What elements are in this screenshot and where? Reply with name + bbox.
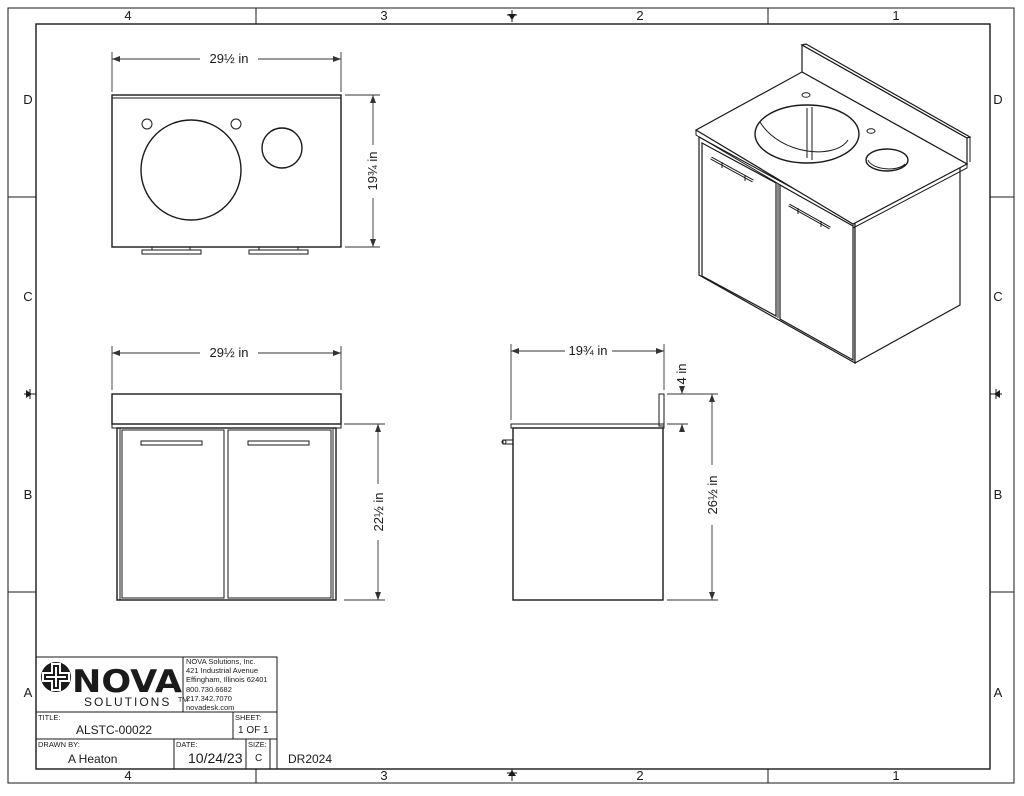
dim-side-total-height-label: 26½ in bbox=[705, 475, 720, 514]
side-cabinet-body bbox=[512, 427, 664, 601]
dim-front-width-label: 29½ in bbox=[209, 345, 248, 360]
date-label: DATE: bbox=[176, 740, 198, 749]
front-door-right bbox=[227, 429, 332, 599]
logo-tm: TM bbox=[178, 697, 188, 704]
front-handle-left bbox=[140, 440, 203, 446]
isometric-view bbox=[694, 43, 972, 365]
inner-border bbox=[35, 23, 991, 770]
iso-secondary-hole bbox=[865, 148, 909, 172]
title-block bbox=[35, 656, 278, 770]
zone-bottom-4: 4 bbox=[124, 768, 131, 783]
front-door-left bbox=[121, 429, 225, 599]
handle-top-left bbox=[141, 249, 202, 255]
size-value: C bbox=[255, 753, 262, 764]
faucet-hole-right bbox=[230, 118, 242, 130]
zone-right-A: A bbox=[994, 685, 1003, 700]
sheet-label: SHEET: bbox=[235, 713, 261, 722]
top-view bbox=[111, 94, 342, 255]
outer-border bbox=[7, 7, 1015, 784]
front-view bbox=[111, 393, 342, 601]
dim-top-depth bbox=[345, 94, 380, 248]
size-label: SIZE: bbox=[248, 740, 267, 749]
zone-bottom-3: 3 bbox=[380, 768, 387, 783]
company-line-4: 800.730.6682 bbox=[186, 685, 232, 694]
nova-logo: NOVA SOLUTIONS TM bbox=[41, 662, 188, 709]
zone-arrows bbox=[26, 14, 1000, 776]
company-line-6: novadesk.com bbox=[186, 703, 234, 712]
side-handle bbox=[502, 439, 514, 445]
dim-side-depth-label: 19¾ in bbox=[568, 343, 607, 358]
iso-door-left bbox=[701, 141, 777, 318]
zone-right-D: D bbox=[993, 92, 1002, 107]
dim-side-backsplash-label: 4 in bbox=[674, 364, 689, 385]
dim-side-total-height bbox=[667, 393, 718, 601]
logo-word: NOVA bbox=[72, 664, 182, 700]
logo-mark-icon bbox=[41, 662, 71, 692]
secondary-hole-top bbox=[261, 127, 303, 169]
dim-side-depth bbox=[510, 344, 665, 420]
iso-handle-left bbox=[710, 156, 754, 183]
zone-top-2: 2 bbox=[636, 8, 643, 23]
dim-front-width bbox=[111, 346, 342, 390]
sheet-value: 1 OF 1 bbox=[238, 725, 269, 736]
front-handle-right bbox=[247, 440, 310, 446]
zone-top-1: 1 bbox=[892, 8, 899, 23]
company-line-5: 217.342.7070 bbox=[186, 694, 232, 703]
zone-left-B: B bbox=[24, 487, 33, 502]
company-line-1: NOVA Solutions, Inc. bbox=[186, 657, 255, 666]
front-cabinet-body bbox=[116, 427, 337, 601]
iso-faucet-hole-1 bbox=[801, 92, 811, 98]
zone-bottom-1: 1 bbox=[892, 768, 899, 783]
handle-top-right bbox=[248, 249, 309, 255]
iso-door-right bbox=[779, 183, 854, 362]
zone-top-4: 4 bbox=[124, 8, 131, 23]
dim-front-height-label: 22½ in bbox=[371, 492, 386, 531]
dim-top-depth-label: 19¾ in bbox=[365, 151, 380, 190]
top-view-countertop bbox=[111, 94, 342, 248]
side-backsplash bbox=[658, 393, 665, 427]
faucet-hole-left bbox=[141, 118, 153, 130]
dim-top-width-label: 29½ in bbox=[209, 51, 248, 66]
zone-top-3: 3 bbox=[380, 8, 387, 23]
company-line-3: Effingham, Illinois 62401 bbox=[186, 675, 268, 684]
logo-sub: SOLUTIONS bbox=[84, 695, 171, 709]
iso-sink-bowl bbox=[754, 104, 860, 164]
zone-left-C: C bbox=[23, 289, 32, 304]
dim-side-backsplash bbox=[667, 386, 688, 432]
iso-faucet-hole-2 bbox=[866, 128, 876, 134]
title-label: TITLE: bbox=[38, 713, 61, 722]
zone-bottom-2: 2 bbox=[636, 768, 643, 783]
zone-right-B: B bbox=[994, 487, 1003, 502]
drawn-by-label: DRAWN BY: bbox=[38, 740, 80, 749]
drawing-number: DR2024 bbox=[288, 752, 332, 766]
side-view bbox=[501, 393, 665, 601]
date-value: 10/24/23 bbox=[188, 750, 243, 766]
iso-handle-right bbox=[788, 203, 831, 230]
title-value: ALSTC-00022 bbox=[76, 723, 152, 737]
zone-right-C: C bbox=[993, 289, 1002, 304]
drawn-by-value: A Heaton bbox=[68, 752, 117, 766]
sink-bowl-top bbox=[140, 119, 242, 221]
zone-left-D: D bbox=[23, 92, 32, 107]
dim-front-height bbox=[344, 423, 385, 601]
dim-top-width bbox=[111, 52, 342, 92]
front-backsplash bbox=[111, 393, 342, 425]
zone-left-A: A bbox=[24, 685, 33, 700]
company-line-2: 421 Industrial Avenue bbox=[186, 666, 258, 675]
